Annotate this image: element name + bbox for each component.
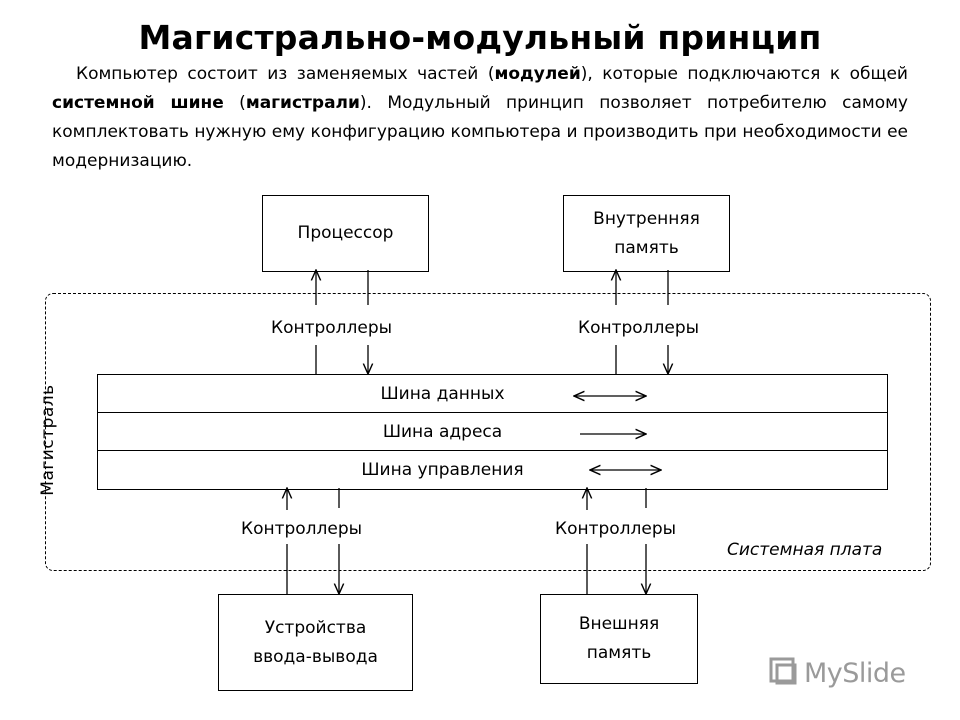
system-board-label: Системная плата xyxy=(727,540,883,560)
watermark-text: MySlide xyxy=(804,657,906,689)
intro-text-3: ( xyxy=(223,93,246,113)
data-bus-label: Шина данных xyxy=(380,383,505,404)
slide-title: Магистрально-модульный принцип xyxy=(138,18,822,57)
control-bus-row: Шина управления xyxy=(98,451,887,489)
internal-memory-box: Внутренняя память xyxy=(563,195,730,272)
control-bus-label: Шина управления xyxy=(361,460,524,480)
intro-text-2: ), которые подключаются к общей xyxy=(580,64,908,84)
intro-text-1: Компьютер состоит из заменяемых частей ( xyxy=(76,64,495,84)
intro-text-4: ). Модульный принцип позволяет потребите… xyxy=(52,93,908,171)
system-board-frame xyxy=(45,293,931,571)
controllers-top-right: Контроллеры xyxy=(578,318,700,338)
controllers-top-left: Контроллеры xyxy=(271,318,393,338)
intro-bold-backbone: магистрали xyxy=(245,93,360,113)
data-bus-row: Шина данных xyxy=(98,375,887,413)
intro-bold-modules: модулей xyxy=(494,64,581,84)
myslide-logo-icon xyxy=(768,656,798,690)
controllers-bottom-right: Контроллеры xyxy=(555,519,677,539)
external-memory-label-line1: Внешняя xyxy=(578,614,660,634)
bus-block: Шина данных Шина адреса Шина управления xyxy=(97,374,888,490)
controllers-bottom-left: Контроллеры xyxy=(241,519,363,539)
cpu-label: Процессор xyxy=(297,223,394,243)
external-memory-label-line2: память xyxy=(586,643,652,663)
address-bus-row: Шина адреса xyxy=(98,413,887,451)
io-devices-label-line1: Устройства xyxy=(264,617,367,638)
io-devices-label-line2: ввода-вывода xyxy=(253,646,378,667)
internal-memory-label-line2: память xyxy=(614,237,679,258)
io-devices-box: Устройства ввода-вывода xyxy=(218,594,413,691)
intro-paragraph: Компьютер состоит из заменяемых частей (… xyxy=(52,60,908,176)
address-bus-label: Шина адреса xyxy=(382,421,503,442)
internal-memory-label-line1: Внутренняя xyxy=(593,208,700,229)
external-memory-box: Внешняя память xyxy=(540,594,698,684)
backbone-vertical-label: Магистраль xyxy=(38,384,58,496)
intro-bold-system-bus: системной шине xyxy=(52,93,224,113)
cpu-box: Процессор xyxy=(262,195,429,272)
watermark: MySlide xyxy=(768,656,906,690)
